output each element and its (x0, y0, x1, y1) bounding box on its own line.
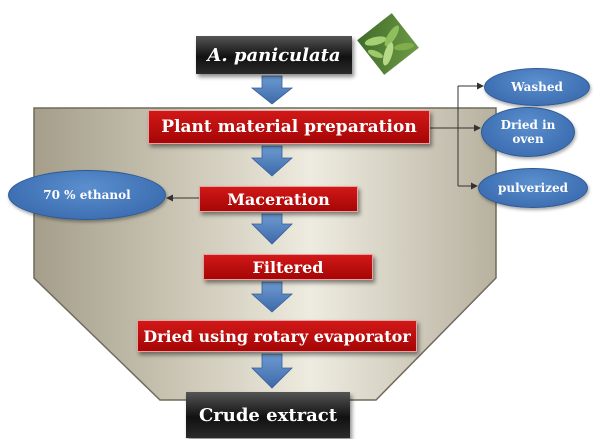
plant-leaves-icon (357, 13, 419, 75)
arrowhead (477, 82, 484, 90)
step-label: Plant material preparation (161, 117, 417, 137)
start-label: A. paniculata (207, 44, 341, 66)
flow-arrow (250, 75, 294, 105)
substep-washed-oval: Washed (484, 68, 590, 106)
end-box: Crude extract (186, 392, 350, 438)
step-label: Dried using rotary evaporator (143, 326, 411, 346)
step-filtered: Filtered (203, 254, 373, 280)
solvent-label: 70 % ethanol (43, 187, 131, 202)
step-label: Filtered (252, 257, 324, 277)
flow-arrow (250, 145, 294, 177)
flow-arrow (251, 213, 293, 245)
substep-label: Washed (511, 79, 563, 94)
substep-dried-oval: Dried in oven (481, 107, 575, 157)
step-plant-preparation: Plant material preparation (148, 110, 430, 144)
start-box: A. paniculata (196, 36, 352, 74)
connector-to-substeps (430, 85, 478, 187)
arrowhead (471, 182, 478, 190)
arrowhead (474, 124, 481, 132)
connector-to-solvent (166, 194, 199, 202)
substep-label: pulverized (497, 180, 568, 195)
end-label: Crude extract (198, 404, 338, 426)
step-maceration: Maceration (199, 186, 358, 212)
substep-pulverized-oval: pulverized (478, 168, 588, 208)
step-rotary-evaporator: Dried using rotary evaporator (137, 320, 417, 352)
solvent-oval: 70 % ethanol (8, 170, 166, 220)
flow-arrow (251, 353, 293, 389)
step-label: Maceration (227, 189, 330, 209)
substep-label: Dried in oven (500, 117, 556, 146)
flow-arrow (250, 281, 294, 313)
